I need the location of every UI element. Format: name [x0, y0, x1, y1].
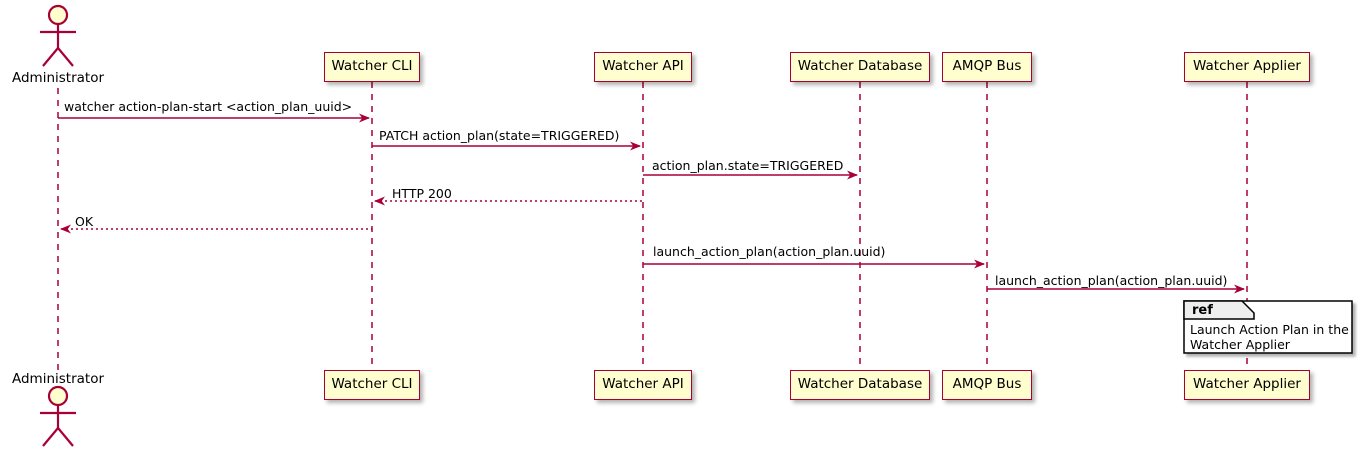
participant-box-watcher-api-bottom[interactable]: Watcher API [594, 370, 692, 400]
ref-tab-shape [1183, 300, 1255, 320]
message-label-m1: watcher action-plan-start <action_plan_u… [64, 99, 353, 114]
participant-box-watcher-api-top[interactable]: Watcher API [594, 52, 692, 82]
participant-box-watcher-cli-bottom[interactable]: Watcher CLI [324, 370, 420, 400]
message-arrows [58, 113, 1245, 294]
participant-box-watcher-database-bottom[interactable]: Watcher Database [790, 370, 930, 400]
lifelines [57, 82, 1248, 372]
actor-label-administrator-bottom: Administrator [11, 371, 105, 387]
participant-box-watcher-applier-bottom[interactable]: Watcher Applier [1184, 370, 1310, 400]
message-label-m4: HTTP 200 [392, 186, 452, 201]
participant-box-watcher-database-top[interactable]: Watcher Database [790, 52, 930, 82]
actor-administrator-bottom [40, 385, 76, 447]
participant-box-watcher-applier-top[interactable]: Watcher Applier [1184, 52, 1310, 82]
participant-box-watcher-cli-top[interactable]: Watcher CLI [324, 52, 420, 82]
actor-administrator-top [40, 4, 76, 67]
message-label-m3: action_plan.state=TRIGGERED [652, 158, 844, 173]
ref-tab-label: ref [1192, 303, 1213, 318]
ref-body-line-1: Launch Action Plan in the [1190, 322, 1349, 337]
message-label-m6: launch_action_plan(action_plan.uuid) [653, 244, 886, 259]
actor-label-administrator-top: Administrator [11, 70, 105, 86]
ref-body-line-2: Watcher Applier [1190, 337, 1290, 352]
ref-fragment-box [1183, 300, 1353, 354]
participant-box-amqp-bus-top[interactable]: AMQP Bus [942, 52, 1032, 82]
message-label-m2: PATCH action_plan(state=TRIGGERED) [379, 128, 620, 143]
message-label-m7: launch_action_plan(action_plan.uuid) [995, 273, 1228, 288]
participant-box-amqp-bus-bottom[interactable]: AMQP Bus [942, 370, 1032, 400]
message-label-m5: OK [75, 214, 94, 229]
